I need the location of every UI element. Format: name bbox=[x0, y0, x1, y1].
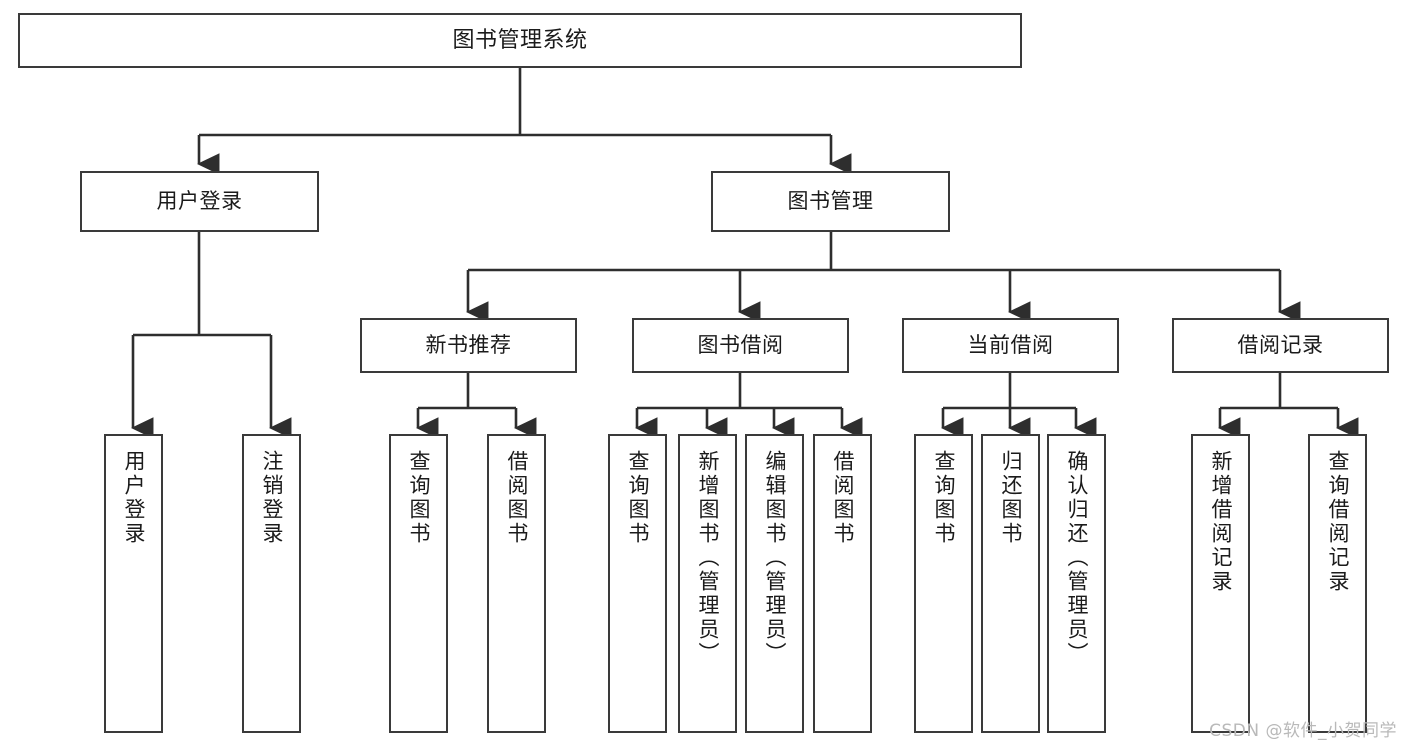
node-label: 新书推荐 bbox=[425, 333, 512, 358]
leaf-borrow-book-recommend[interactable]: 借阅图书 bbox=[487, 434, 546, 733]
leaf-logout[interactable]: 注销登录 bbox=[242, 434, 301, 733]
node-borrow-records[interactable]: 借阅记录 bbox=[1172, 318, 1389, 373]
node-current-borrow[interactable]: 当前借阅 bbox=[902, 318, 1119, 373]
leaf-query-book-recommend[interactable]: 查询图书 bbox=[389, 434, 448, 733]
leaf-query-borrow-record[interactable]: 查询借阅记录 bbox=[1308, 434, 1367, 733]
node-label: 查询借阅记录 bbox=[1326, 450, 1350, 594]
leaf-return-book[interactable]: 归还图书 bbox=[981, 434, 1040, 733]
leaf-borrow-book[interactable]: 借阅图书 bbox=[813, 434, 872, 733]
node-label: 查询图书 bbox=[407, 450, 431, 546]
leaf-user-login[interactable]: 用户登录 bbox=[104, 434, 163, 733]
node-label: 查询图书 bbox=[932, 450, 956, 546]
node-label: 借阅图书 bbox=[505, 450, 529, 546]
node-label: 用户登录 bbox=[156, 189, 243, 214]
node-label: 当前借阅 bbox=[967, 333, 1054, 358]
node-label: 用户登录 bbox=[122, 450, 146, 546]
node-book-borrow[interactable]: 图书借阅 bbox=[632, 318, 849, 373]
node-label: 借阅图书 bbox=[831, 450, 855, 546]
leaf-add-book-admin[interactable]: 新增图书（管理员） bbox=[678, 434, 737, 733]
leaf-edit-book-admin[interactable]: 编辑图书（管理员） bbox=[745, 434, 804, 733]
node-root-system[interactable]: 图书管理系统 bbox=[18, 13, 1022, 68]
node-label: 新增借阅记录 bbox=[1209, 450, 1233, 594]
node-label: 归还图书 bbox=[999, 450, 1023, 546]
node-label: 编辑图书（管理员） bbox=[763, 450, 787, 666]
node-label: 新增图书（管理员） bbox=[696, 450, 720, 666]
node-label: 查询图书 bbox=[626, 450, 650, 546]
leaf-query-book-borrow[interactable]: 查询图书 bbox=[608, 434, 667, 733]
leaf-query-book-current[interactable]: 查询图书 bbox=[914, 434, 973, 733]
node-label: 确认归还（管理员） bbox=[1065, 450, 1089, 666]
node-book-management[interactable]: 图书管理 bbox=[711, 171, 950, 232]
watermark-text: CSDN @软件_小贺同学 bbox=[1209, 721, 1397, 741]
node-label: 图书管理系统 bbox=[452, 27, 588, 53]
leaf-confirm-return-admin[interactable]: 确认归还（管理员） bbox=[1047, 434, 1106, 733]
node-user-login[interactable]: 用户登录 bbox=[80, 171, 319, 232]
node-label: 注销登录 bbox=[260, 450, 284, 546]
leaf-add-borrow-record[interactable]: 新增借阅记录 bbox=[1191, 434, 1250, 733]
node-new-book-recommend[interactable]: 新书推荐 bbox=[360, 318, 577, 373]
node-label: 借阅记录 bbox=[1237, 333, 1324, 358]
node-label: 图书借阅 bbox=[697, 333, 784, 358]
node-label: 图书管理 bbox=[787, 189, 874, 214]
